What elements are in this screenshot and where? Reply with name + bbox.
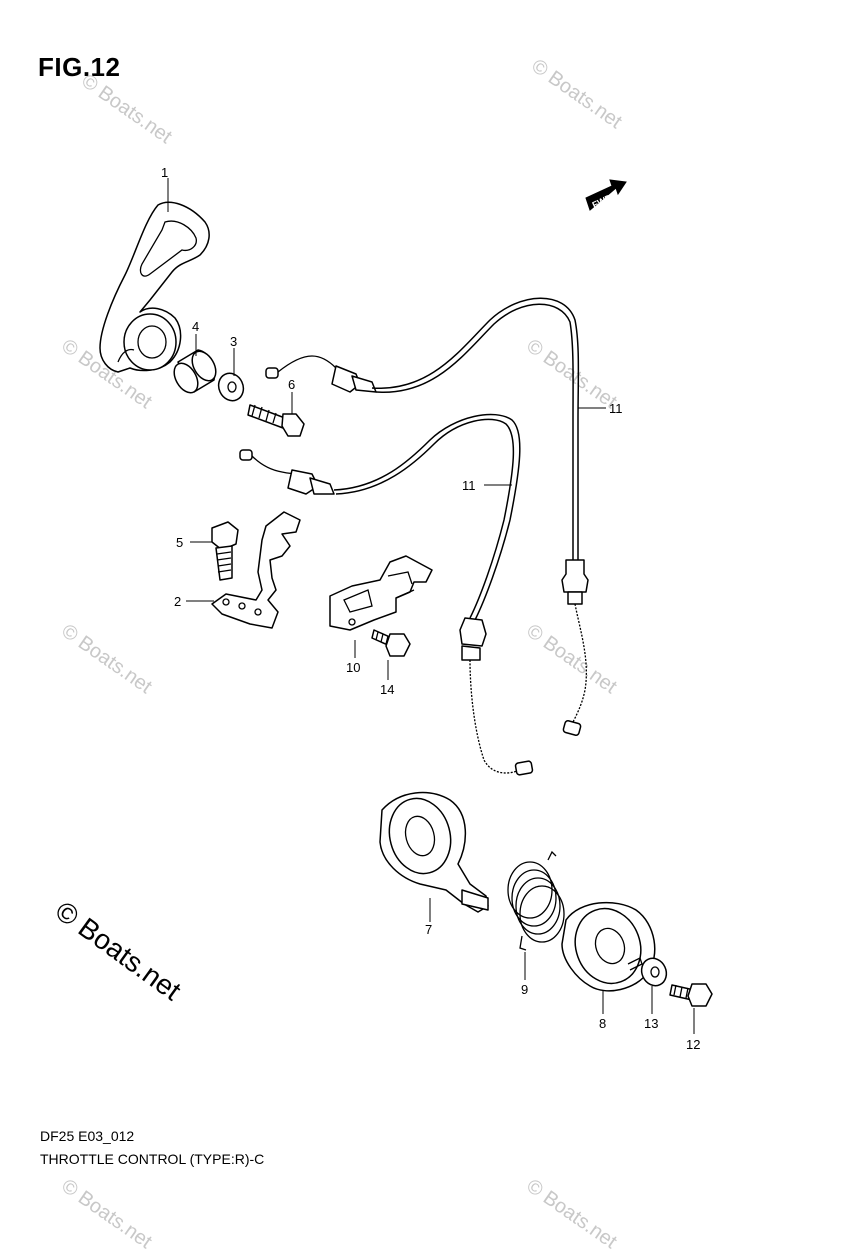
callout-4: 4 [192,319,199,334]
part-9-spring [507,850,565,951]
exploded-view-drawing: FWD [99,165,713,1052]
parts-diagram-page: FIG.12 © Boats.net © Boats.net © Boats.n… [38,52,713,1253]
part-10-bracket [329,555,433,631]
part-5-bolt [211,521,239,581]
part-8-pulley [561,901,656,992]
cable-end-upper [265,355,377,393]
part-2-bracket [211,511,301,629]
part-3-washer [217,372,245,402]
part-11-cable-inner [333,413,534,776]
part-7-throttle-drum [379,791,489,913]
callout-9: 9 [521,982,528,997]
part-1-throttle-lever [99,201,210,373]
part-6-bolt [247,404,305,437]
leader-lines [167,178,695,1034]
callout-14: 14 [380,682,394,697]
callout-6: 6 [288,377,295,392]
fwd-arrow-icon: FWD [585,179,627,211]
part-11-cable-outer [371,297,589,736]
part-13-washer [640,957,668,987]
callout-13: 13 [644,1016,658,1031]
callout-10: 10 [346,660,360,675]
callout-5: 5 [176,535,183,550]
figure-code: DF25 E03_012 [40,1128,135,1144]
callout-3: 3 [230,334,237,349]
cable-end-lower [239,449,335,495]
callout-1: 1 [161,165,168,180]
callout-7: 7 [425,922,432,937]
part-14-bolt [371,629,411,657]
figure-title: FIG.12 [38,52,121,82]
callout-11-right: 11 [609,401,623,416]
callout-labels: 1 2 3 4 5 6 7 8 9 10 11 11 12 13 14 [161,165,700,1052]
figure-name: THROTTLE CONTROL (TYPE:R)-C [40,1151,265,1167]
part-12-bolt [669,983,713,1007]
callout-2: 2 [174,594,181,609]
callout-12: 12 [686,1037,700,1052]
callout-8: 8 [599,1016,606,1031]
callout-11-left: 11 [462,478,476,493]
part-4-collar [173,349,217,394]
